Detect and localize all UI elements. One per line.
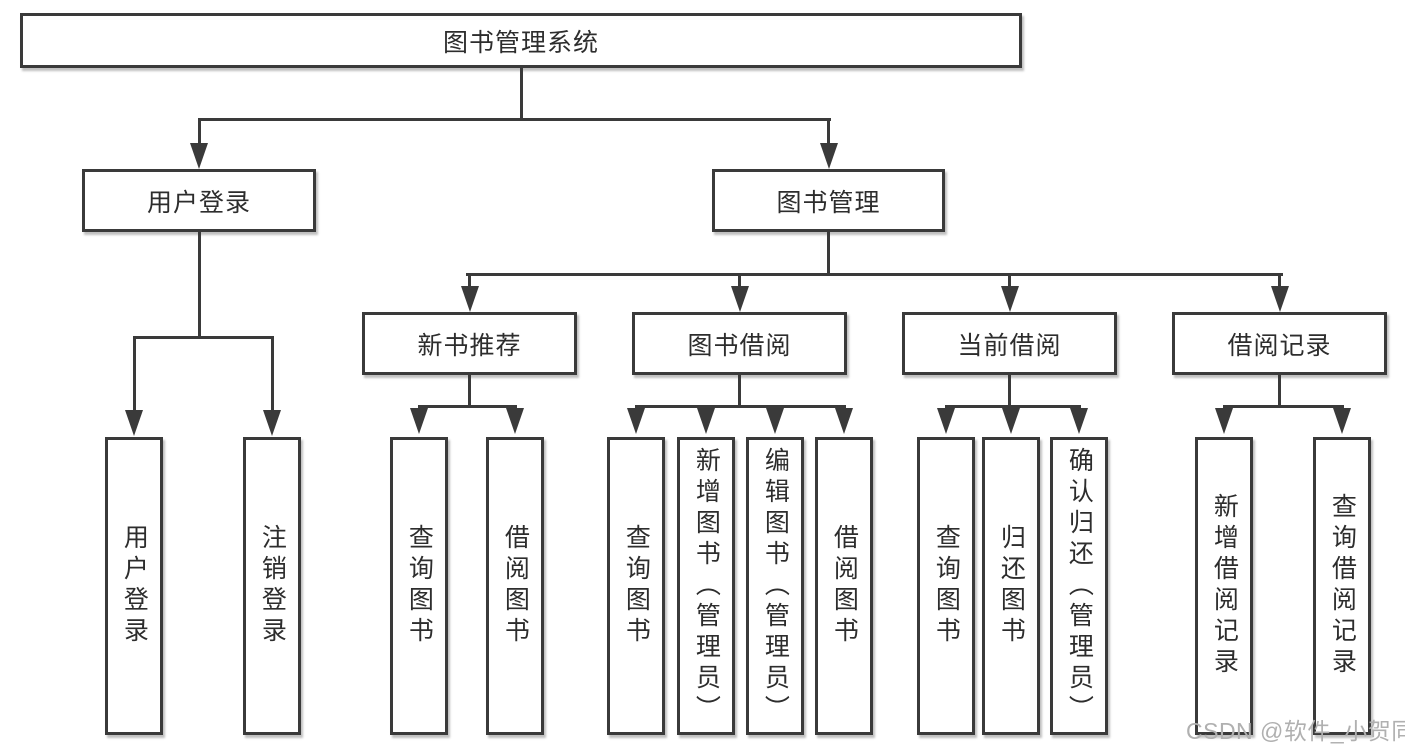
arrow-down-icon	[410, 408, 428, 434]
arrow-down-icon	[731, 286, 749, 312]
connector-drop	[738, 273, 741, 289]
connector-rail	[635, 405, 846, 408]
node-logout-action: 注销登录	[243, 437, 301, 735]
connector-rail	[945, 405, 1081, 408]
connector-drop	[271, 336, 274, 413]
node-label: 确认归还（管理员）	[1065, 446, 1094, 726]
arrow-down-icon	[125, 410, 143, 436]
node-library-management-system: 图书管理系统	[20, 13, 1022, 68]
arrow-down-icon	[1333, 408, 1351, 434]
csdn-watermark: CSDN @软件_小贺同学	[1186, 718, 1405, 744]
node-book-management: 图书管理	[712, 169, 945, 232]
arrow-down-icon	[263, 410, 281, 436]
connector-drop	[198, 118, 201, 146]
node-label: 归还图书	[997, 524, 1026, 648]
node-return-books: 归还图书	[982, 437, 1040, 735]
connector-user-login-rail	[133, 336, 274, 339]
node-query-books-current: 查询图书	[917, 437, 975, 735]
node-label: 查询图书	[622, 524, 651, 648]
node-label: 图书管理	[776, 188, 881, 217]
node-label: 借阅图书	[501, 524, 530, 648]
node-user-login: 用户登录	[82, 169, 316, 232]
node-label: 图书管理系统	[442, 28, 599, 57]
node-label: 用户登录	[146, 188, 251, 217]
connector-drop	[468, 273, 471, 289]
node-label: 借阅记录	[1227, 331, 1332, 360]
arrow-down-icon	[627, 408, 645, 434]
node-borrow-books: 借阅图书	[815, 437, 873, 735]
node-label: 当前借阅	[957, 331, 1062, 360]
connector-book-management-stem	[827, 232, 830, 276]
node-label: 注销登录	[258, 524, 287, 648]
connector-stem	[468, 375, 471, 408]
connector-rail	[1223, 405, 1344, 408]
connector-drop	[133, 336, 136, 413]
arrow-down-icon	[937, 408, 955, 434]
connector-stem	[1008, 375, 1011, 408]
node-confirm-return-admin: 确认归还（管理员）	[1050, 437, 1108, 735]
node-query-borrow-record: 查询借阅记录	[1313, 437, 1371, 735]
arrow-down-icon	[506, 408, 524, 434]
arrow-down-icon	[1002, 408, 1020, 434]
arrow-down-icon	[190, 143, 208, 169]
node-current-borrow: 当前借阅	[902, 312, 1117, 375]
arrow-down-icon	[835, 408, 853, 434]
node-new-book-recommend: 新书推荐	[362, 312, 577, 375]
connector-drop	[1278, 273, 1281, 289]
node-label: 新增图书（管理员）	[692, 446, 721, 726]
node-book-borrow: 图书借阅	[632, 312, 847, 375]
connector-stem	[738, 375, 741, 408]
node-label: 编辑图书（管理员）	[761, 446, 790, 726]
arrow-down-icon	[1271, 286, 1289, 312]
connector-rail	[418, 405, 517, 408]
connector-drop	[1008, 273, 1011, 289]
node-borrow-books-recommend: 借阅图书	[486, 437, 544, 735]
node-add-books-admin: 新增图书（管理员）	[677, 437, 735, 735]
arrow-down-icon	[766, 408, 784, 434]
arrow-down-icon	[820, 143, 838, 169]
node-label: 查询借阅记录	[1328, 493, 1357, 679]
connector-drop	[827, 118, 830, 146]
node-label: 图书借阅	[687, 331, 792, 360]
arrow-down-icon	[1001, 286, 1019, 312]
node-user-login-action: 用户登录	[105, 437, 163, 735]
node-query-books-borrow: 查询图书	[607, 437, 665, 735]
node-borrow-records: 借阅记录	[1172, 312, 1387, 375]
arrow-down-icon	[697, 408, 715, 434]
node-edit-books-admin: 编辑图书（管理员）	[746, 437, 804, 735]
connector-book-management-rail	[466, 273, 1283, 276]
node-add-borrow-record: 新增借阅记录	[1195, 437, 1253, 735]
arrow-down-icon	[1070, 408, 1088, 434]
node-query-books-recommend: 查询图书	[390, 437, 448, 735]
connector-user-login-stem	[198, 232, 201, 339]
node-label: 用户登录	[120, 524, 149, 648]
node-label: 借阅图书	[830, 524, 859, 648]
node-label: 新增借阅记录	[1210, 493, 1239, 679]
node-label: 查询图书	[932, 524, 961, 648]
arrow-down-icon	[461, 286, 479, 312]
arrow-down-icon	[1215, 408, 1233, 434]
node-label: 新书推荐	[417, 331, 522, 360]
node-label: 查询图书	[405, 524, 434, 648]
connector-root-stem	[520, 68, 523, 118]
connector-stem	[1278, 375, 1281, 408]
connector-root-rail	[198, 118, 831, 121]
